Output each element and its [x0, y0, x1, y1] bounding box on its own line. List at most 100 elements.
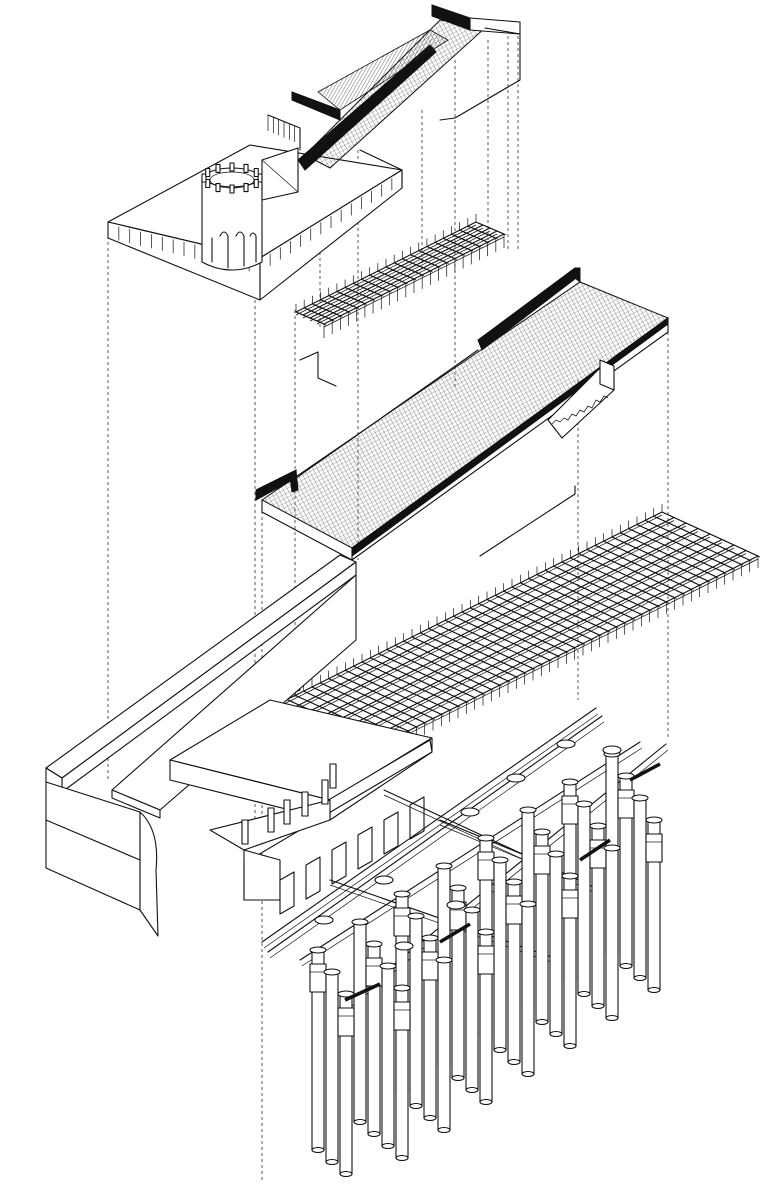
pile-collar [365, 957, 383, 987]
pile-cap [519, 806, 537, 814]
roof-frame-beam [309, 227, 491, 319]
tower-merlon [201, 173, 207, 183]
pile-collar [421, 951, 439, 981]
deck-frame-rib [663, 512, 761, 558]
pile-cap [561, 778, 579, 786]
pile-cap [323, 968, 341, 976]
pile-toe [549, 1030, 563, 1038]
pile [465, 909, 479, 1091]
roof-frame-beam [302, 227, 484, 319]
roof-frame-return [299, 351, 337, 387]
pile-toe [535, 1018, 549, 1026]
pile [353, 921, 367, 1123]
pile-toe [353, 1118, 367, 1126]
deck-frame-rib [580, 554, 677, 599]
pile-toe [465, 1086, 479, 1094]
deck-frame-rib [647, 521, 744, 566]
pile-collar [337, 1007, 355, 1037]
pile-collar [393, 907, 411, 937]
rooftop-terrace-layer [107, 4, 521, 301]
pile-foundation-layer [261, 707, 669, 1178]
deck-frame-rib [588, 550, 686, 595]
pile-cap [435, 956, 453, 964]
pile [437, 959, 451, 1131]
deck-frame-rib [622, 533, 719, 579]
deck-frame-beam [333, 547, 735, 749]
beam-node [374, 875, 394, 885]
deck-frame-return [479, 485, 576, 557]
pile-cap [631, 794, 649, 802]
deck-frame-rib [347, 671, 444, 716]
deck-frame-rib [655, 516, 752, 562]
deck-frame-beam [333, 544, 735, 746]
pile-cap [463, 906, 481, 914]
pile-collar [309, 963, 327, 993]
pile-cap [603, 844, 621, 852]
short-pier [301, 791, 309, 817]
pile-cap [561, 872, 579, 880]
short-pier [267, 807, 275, 833]
deck-frame-rib [505, 591, 602, 637]
deck-frame-beam [345, 553, 747, 754]
pier-column [383, 811, 399, 855]
roof-frame-beam [323, 236, 505, 328]
short-pier [321, 779, 329, 805]
deck-frame-beam [261, 514, 663, 716]
pile-cap [421, 934, 439, 942]
deck-frame-beam [261, 511, 663, 713]
deck-frame-rib [338, 675, 436, 720]
pile-toe [423, 1114, 437, 1122]
tower-merlon [205, 167, 211, 178]
pile-toe [479, 1098, 493, 1106]
deck-frame-rib [438, 625, 536, 670]
foundation-beam [267, 715, 603, 953]
beam-node [602, 745, 622, 755]
tie-bar [579, 838, 611, 862]
deck-frame-rib [605, 541, 702, 587]
tower-merlon [243, 163, 249, 174]
deck-frame-beam [297, 531, 699, 732]
pile-cap [575, 800, 593, 808]
pile-toe [507, 1058, 521, 1066]
deck-frame-rib [355, 666, 452, 712]
pier-column [279, 871, 295, 915]
tower-merlon [205, 178, 211, 189]
pier-base-layer [45, 554, 433, 937]
pile-cap [407, 912, 425, 920]
beam-node [314, 915, 334, 925]
pile-cap [491, 856, 509, 864]
pile-toe [577, 990, 591, 998]
deck-frame-rib [547, 571, 644, 616]
deck-frame-rib [422, 633, 519, 679]
deck-frame-beam [321, 542, 723, 743]
pile-collar [477, 851, 495, 881]
roof-framing-layer [295, 214, 507, 387]
deck-frame-rib [522, 583, 619, 629]
foundation-beam [261, 707, 597, 943]
roof-frame-beam [295, 224, 477, 316]
pile-toe [437, 1126, 451, 1134]
pile-toe [647, 986, 661, 994]
deck-frame-rib [480, 604, 577, 649]
pile-toe [381, 1142, 395, 1150]
deck-frame-beam [273, 520, 675, 721]
tie-bar [439, 922, 471, 944]
pile-toe [633, 974, 647, 982]
deck-frame-rib [472, 608, 569, 654]
deck-frame-rib [413, 637, 511, 683]
deck-frame-rib [572, 558, 669, 604]
roof-frame-beam [316, 230, 498, 322]
pile-collar [505, 895, 523, 925]
pile-cap [309, 946, 327, 954]
pile-cap [477, 928, 495, 936]
pile-toe [619, 962, 633, 970]
deck-frame-beam [309, 536, 711, 738]
tie-bar [344, 982, 381, 1002]
tie-bar [629, 762, 661, 782]
pile-collar [393, 1001, 411, 1031]
deck-frame-rib [388, 650, 486, 695]
deck-frame-beam [321, 538, 723, 741]
beam-node [446, 900, 466, 910]
roof-frame-beam [302, 224, 484, 316]
